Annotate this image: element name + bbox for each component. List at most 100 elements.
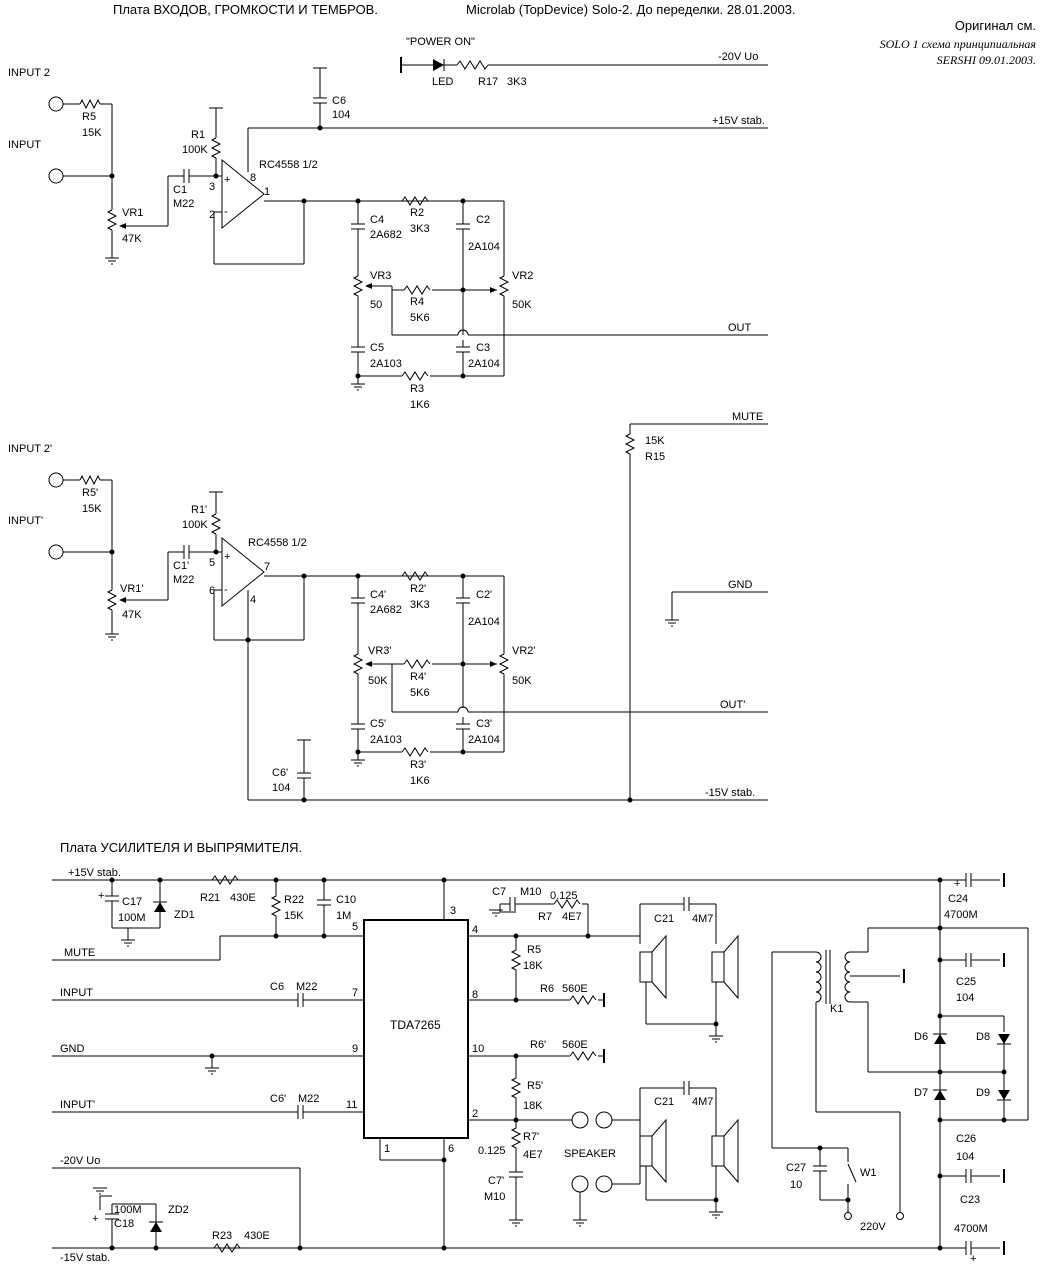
amp-mute-label: MUTE [64,947,95,959]
r22-resistor-icon [270,895,282,917]
gnd-label: GND [728,579,753,591]
c26-label: C26 [956,1133,976,1145]
c21p-value: 4M7 [692,1096,713,1108]
vr1-pot-icon [106,209,118,231]
c7-value: M10 [520,886,541,898]
r7-value: 4E7 [562,911,582,923]
amp-c6p-value: M22 [298,1093,319,1105]
c3-value: 2A104 [468,358,500,370]
c17-value: 100M [118,912,146,924]
pin-4: 4 [472,924,478,936]
r3p-resistor-icon [401,747,429,757]
power-on-label: "POWER ON" [406,36,475,48]
c23-value: 4700M [954,1223,988,1235]
amp-neg20-label: -20V Uo [60,1155,100,1167]
pin4-label: 4 [250,594,256,606]
c10-value: 1M [336,910,351,922]
opamp-1-icon [221,158,265,230]
vr1p-value: 47K [122,609,142,621]
c21p-label: C21 [654,1096,674,1108]
pin7-label: 7 [264,561,270,573]
amp-c6p-label: C6' [270,1093,286,1105]
d8-label: D8 [976,1031,990,1043]
inputp-label: INPUT' [8,515,43,527]
amplifier-board: Плата УСИЛИТЕЛЯ И ВЫПРЯМИТЕЛЯ. +15V stab… [52,840,960,1264]
vr1p-label: VR1' [120,583,144,595]
c6-value: 104 [332,109,350,121]
header-title-right: Microlab (TopDevice) Solo-2. До переделк… [466,2,796,17]
r7-resistor-icon [553,899,581,909]
r21-label: R21 [200,892,220,904]
r3-value: 1K6 [410,399,430,411]
pin2-label: 2 [209,209,215,221]
inputp-jack-icon [48,544,64,560]
d6-diode-icon [934,1034,946,1044]
header-title-left: Плата ВХОДОВ, ГРОМКОСТИ И ТЕМБРОВ. [113,2,378,17]
r2p-label: R2' [410,583,426,595]
r23-value: 430E [244,1230,270,1242]
vr2p-value: 50K [512,675,532,687]
r4p-label: R4' [410,671,426,683]
c5-value: 2A103 [370,358,402,370]
c18-value: 100M [114,1204,142,1216]
zd1-zener-icon [154,902,166,912]
vr2-pot-icon [498,275,510,297]
pin-3: 3 [450,905,456,917]
pin-11: 11 [346,1099,357,1111]
c1-label: C1 [173,184,187,196]
amp-title: Плата УСИЛИТЕЛЯ И ВЫПРЯМИТЕЛЯ. [60,840,302,855]
r22-label: R22 [284,894,304,906]
c27-label: C27 [786,1162,806,1174]
r17-value: 3K3 [507,76,527,88]
r17-label: R17 [478,76,498,88]
c7-label: C7 [492,886,506,898]
c2-value: 2A104 [468,241,500,253]
c3-label: C3 [476,342,490,354]
d9-label: D9 [976,1087,990,1099]
pin-6: 6 [448,1143,454,1155]
r17-resistor-icon [456,60,489,70]
amp-r5p-label: R5' [527,1080,543,1092]
pin-10: 10 [472,1043,484,1055]
r7p-power: 0.125 [478,1145,506,1157]
c1p-value: M22 [173,574,194,586]
c21-value: 4M7 [692,913,713,925]
speaker-label: SPEAKER [564,1148,616,1160]
neg20v-label: -20V Uo [718,51,758,63]
d7-label: D7 [914,1087,928,1099]
c6-label: C6 [332,95,346,107]
w1-switch-icon [847,1163,857,1183]
c21-label: C21 [654,913,674,925]
r21-value: 430E [230,892,256,904]
c5-label: C5 [370,342,384,354]
r5p-label: R5' [82,487,98,499]
c6p-value: 104 [272,782,290,794]
header: Плата ВХОДОВ, ГРОМКОСТИ И ТЕМБРОВ. Micro… [113,2,1036,67]
zd2-label: ZD2 [168,1204,189,1216]
pin-7: 7 [352,987,358,999]
vr3p-label: VR3' [368,645,392,657]
vr2-label: VR2 [512,270,533,282]
mute-block: MUTE 15K R15 GND [624,411,768,800]
amp-r5-label: R5 [527,944,541,956]
r2-resistor-icon [401,196,429,206]
r15-resistor-icon [624,433,636,455]
c5p-label: C5' [370,718,386,730]
c7p-label: C7' [488,1175,504,1187]
out-label: OUT [728,322,752,334]
w1-label: W1 [860,1167,877,1179]
r6p-label: R6' [530,1039,546,1051]
r1p-label: R1' [191,504,207,516]
vr2p-pot-icon [498,653,510,675]
k1-primary-winding-icon [815,951,822,1003]
k1-secondary-winding-icon [844,951,851,1003]
led-diode-icon [433,59,444,71]
mute-label: MUTE [732,411,763,423]
r7-label: R7 [538,911,552,923]
pin8-label: 8 [250,172,256,184]
c26-value: 104 [956,1151,974,1163]
r6-resistor-icon [569,995,597,1005]
svg-text:-: - [224,206,228,218]
vr3-label: VR3 [370,270,391,282]
